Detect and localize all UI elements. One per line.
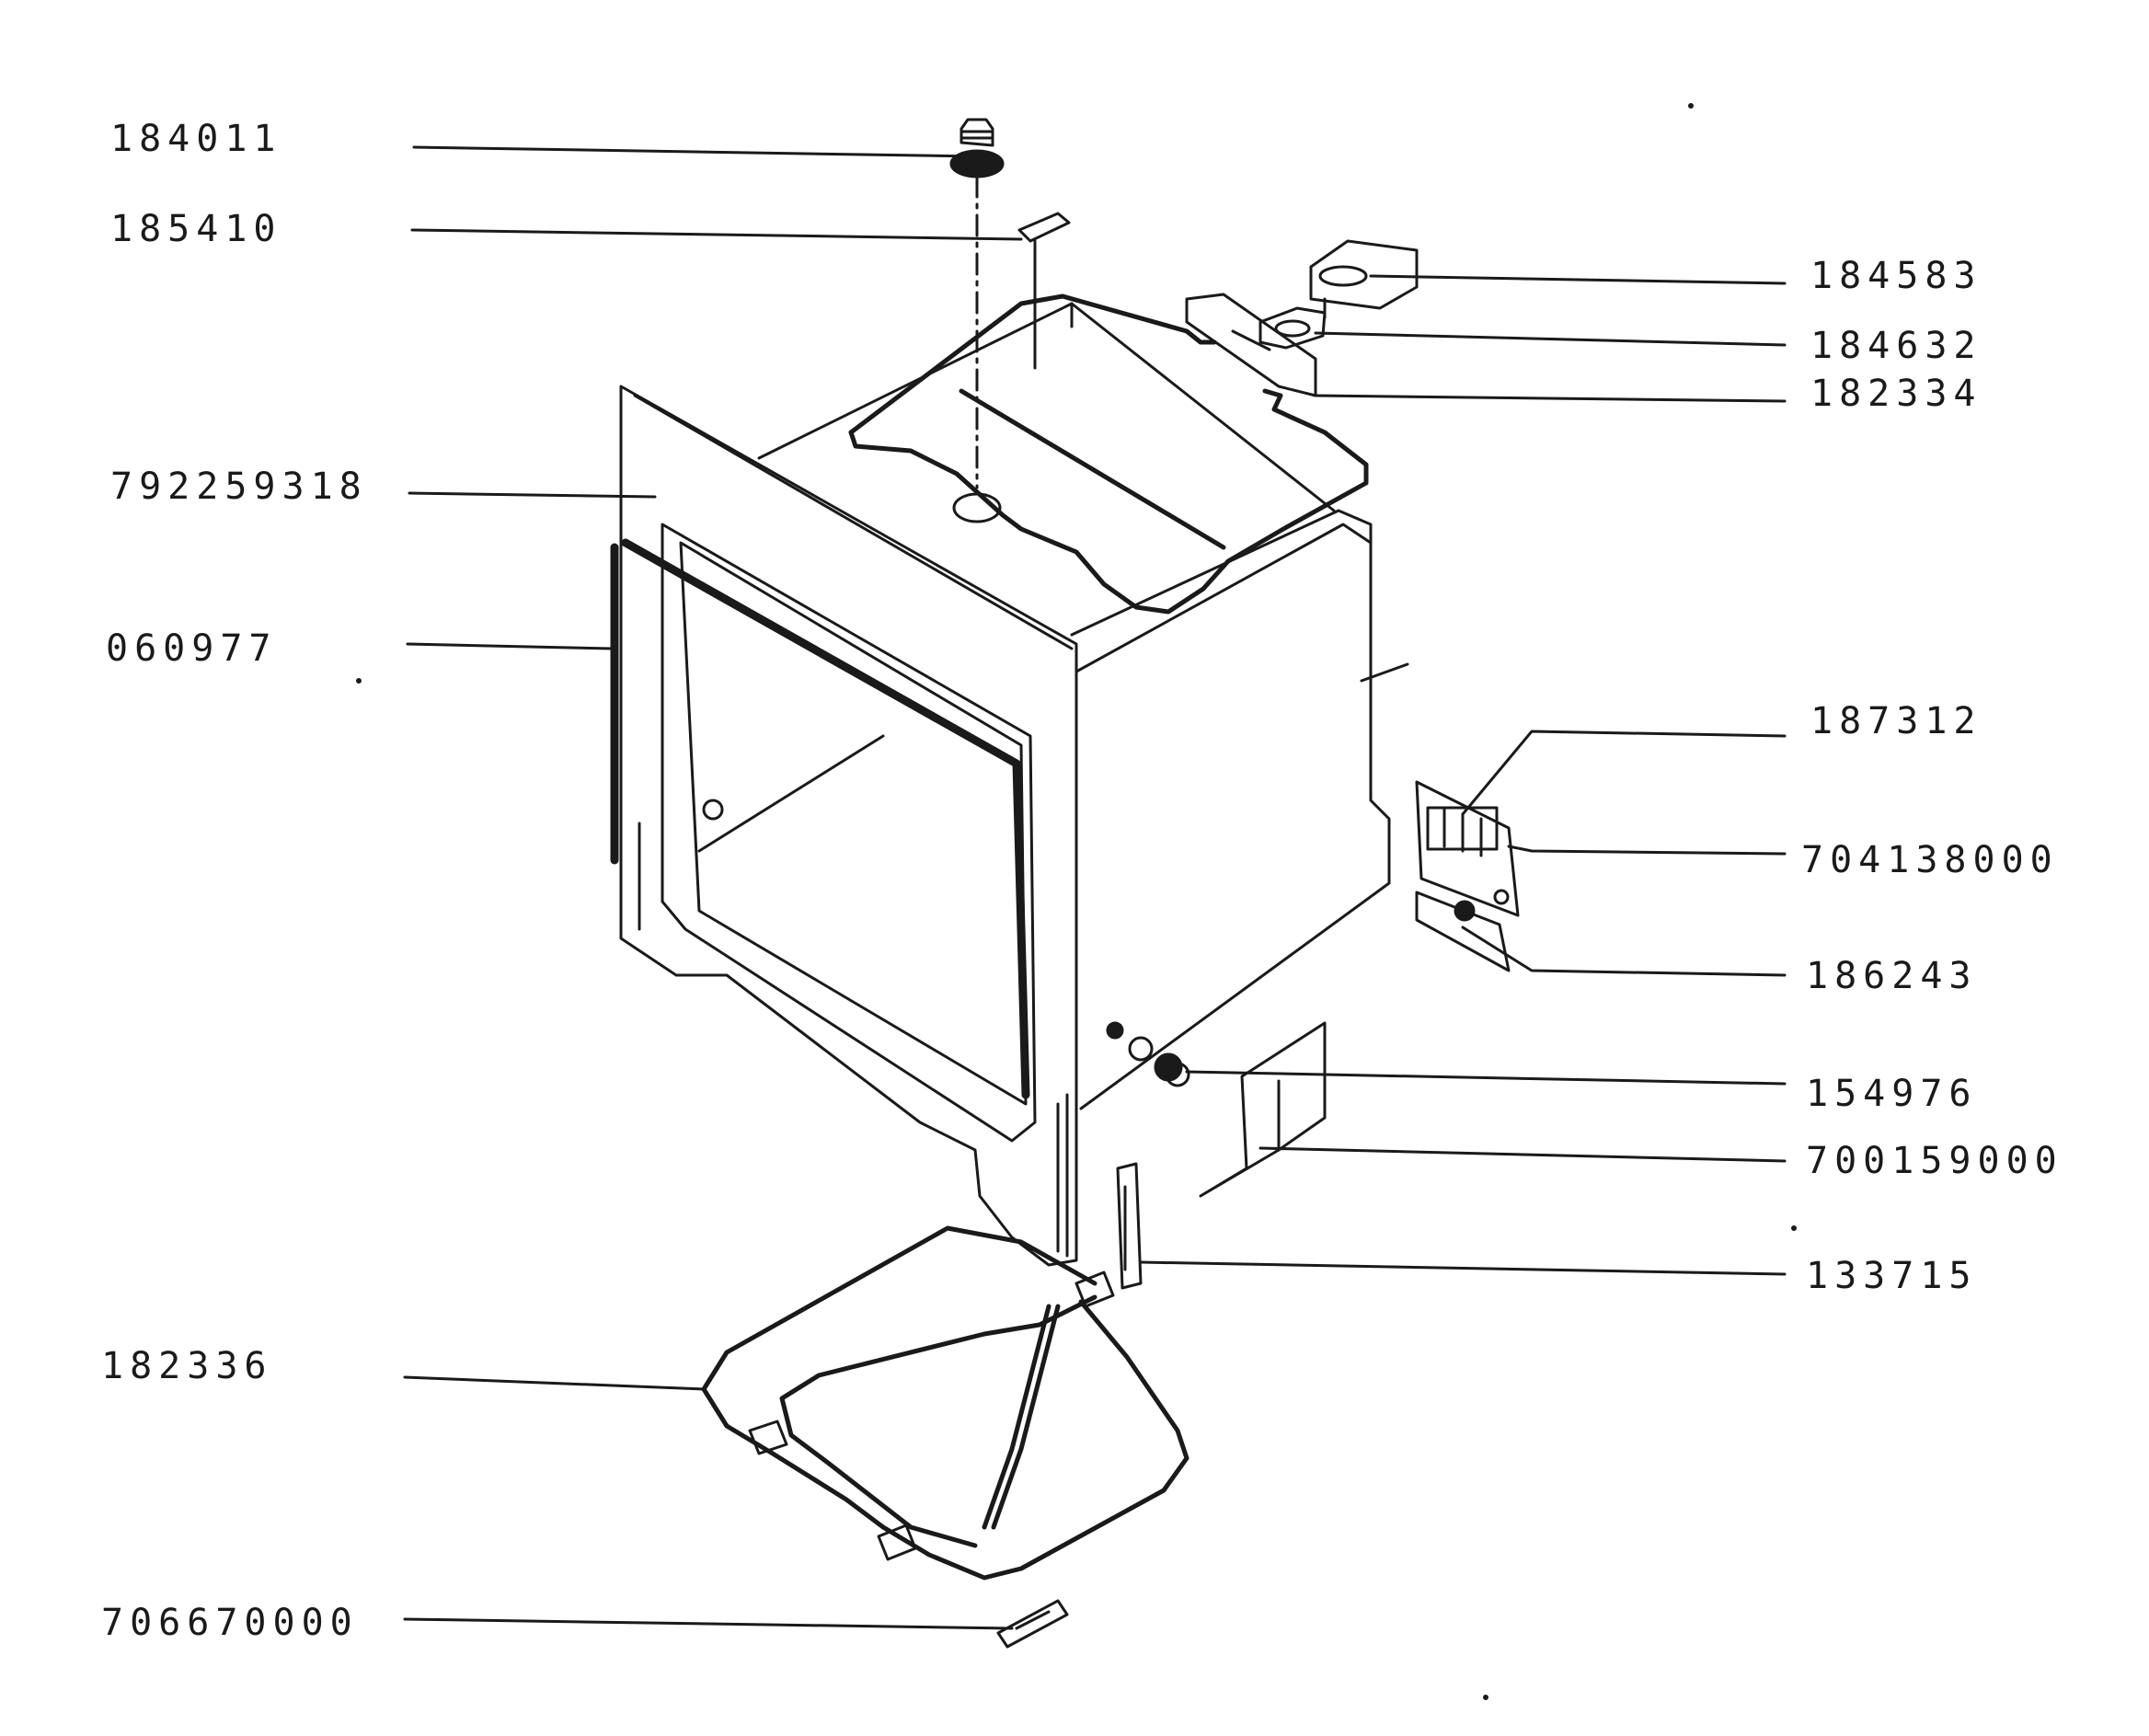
bracket-part-185410: [1017, 212, 1071, 370]
leader-060977: [406, 642, 614, 650]
front-frame-792259318: [619, 385, 1078, 1267]
label-154976: 154976: [1806, 1073, 1978, 1115]
label-187312: 187312: [1810, 700, 1982, 742]
leader-184011: [412, 145, 977, 158]
oven-side-wall: [1074, 523, 1409, 1110]
label-182334: 182334: [1810, 373, 1982, 415]
leader-706670000: [403, 1617, 1014, 1630]
label-133715: 133715: [1806, 1255, 1978, 1297]
label-184583: 184583: [1810, 255, 1982, 297]
leader-186243: [1461, 925, 1787, 977]
bracket-133715: [1116, 1162, 1143, 1290]
sensor-154976: [1106, 1021, 1190, 1087]
leader-154976: [1185, 1070, 1787, 1086]
leader-792259318: [408, 491, 657, 499]
leader-184583: [1369, 274, 1787, 285]
leader-184632: [1314, 331, 1787, 347]
label-700159000: 700159000: [1806, 1140, 2063, 1182]
bottom-element-clips: [748, 1270, 1115, 1561]
cover-plate-700159000: [1199, 1021, 1327, 1198]
label-186243: 186243: [1806, 955, 1978, 997]
screw-part-184011: [949, 118, 1005, 489]
leader-lines: [403, 145, 1787, 1630]
insulator-184632: [1258, 306, 1327, 350]
centre-hole: [952, 492, 1002, 523]
leader-182336: [403, 1375, 706, 1391]
leader-182334: [1314, 394, 1787, 403]
terminal-block-184583: [1309, 239, 1419, 319]
clip-706670000: [996, 1599, 1069, 1649]
bottom-heating-element-182336: [701, 1225, 1189, 1581]
label-060977: 060977: [106, 627, 278, 670]
leader-187312: [1461, 730, 1787, 816]
label-792259318: 792259318: [110, 466, 368, 508]
scan-specks: [356, 103, 1797, 1700]
leader-185410: [410, 228, 1023, 241]
label-184011: 184011: [110, 118, 282, 160]
mounting-plate-182334: [1185, 293, 1317, 397]
leader-700159000: [1258, 1146, 1787, 1163]
label-184632: 184632: [1810, 325, 1982, 367]
bracket-186243: [1415, 891, 1511, 972]
label-704138000: 704138000: [1801, 839, 2059, 881]
label-182336: 182336: [101, 1345, 273, 1387]
control-panel-704138000: [1415, 780, 1520, 917]
label-185410: 185410: [110, 208, 282, 250]
door-seal-060977: [610, 538, 1030, 1099]
top-grill-element: [848, 293, 1369, 615]
label-706670000: 706670000: [101, 1602, 359, 1644]
oven-cavity-top: [757, 302, 1373, 784]
leader-704138000: [1507, 845, 1787, 856]
leader-133715: [1139, 1260, 1787, 1276]
